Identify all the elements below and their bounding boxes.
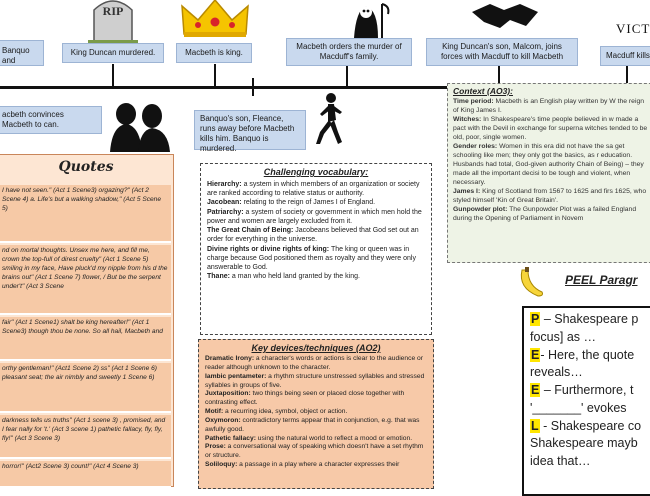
timeline-event-convinces: acbeth convinces Macbeth to can.	[0, 106, 102, 134]
vocab-item: Jacobean: relating to the reign of James…	[207, 199, 376, 207]
quote-group-macbeth: I have not seen." (Act 1 Scene3) orgazin…	[0, 185, 171, 243]
victory-sign: VICTO	[606, 14, 650, 40]
timeline-event-text: Banquo and	[2, 46, 30, 65]
crown-icon	[180, 0, 250, 38]
device-item: Pathetic fallacy: using the natural worl…	[205, 434, 413, 442]
timeline-event-text: Macbeth is king.	[185, 48, 243, 57]
peel-letter-e: E	[530, 383, 541, 397]
device-item: Oxymoron: contradictory terms appear tha…	[205, 416, 420, 433]
timeline-tick	[626, 66, 628, 88]
banana-icon	[516, 266, 546, 300]
timeline-tick	[252, 78, 254, 96]
device-item: Prose: a conversational way of speaking …	[205, 443, 424, 460]
timeline-event-macbeth-king: Macbeth is king.	[176, 43, 252, 63]
quote-group-witches: fair" (Act 1 Scene1) shalt be king herea…	[0, 317, 171, 361]
timeline-event-fleance: Banquo's son, Fleance, runs away before …	[194, 110, 306, 153]
context-item: Time period: Macbeth is an English play …	[453, 98, 645, 114]
devices-title: Key devices/techniques (AO2)	[251, 343, 381, 353]
timeline-tick	[346, 66, 348, 88]
quotes-title: Quotes	[0, 155, 173, 183]
peel-line: focus] as …	[530, 329, 596, 344]
timeline-event-malcolm-joins: King Duncan's son, Malcom, joins forces …	[426, 38, 578, 66]
timeline-event-text: Macduff kills	[606, 51, 650, 60]
timeline-tick	[498, 66, 500, 88]
peel-line: L - Shakespeare co	[530, 418, 642, 433]
quote-group-macduff: horror!" (Act2 Scene 3) count!" (Act 4 S…	[0, 461, 171, 488]
peel-line: P – Shakespeare p	[530, 312, 639, 326]
gravestone-icon: RIP	[88, 0, 138, 44]
peel-letter-p: P	[530, 312, 541, 326]
device-item: Soliloquy: a passage in a play where a c…	[205, 461, 400, 469]
quote-group-duncan: orthy gentleman!" (Act1 Scene 2) ss" (Ac…	[0, 363, 171, 413]
running-man-icon	[314, 92, 344, 146]
timeline-event-text: Banquo's son, Fleance, runs away before …	[200, 114, 295, 153]
quote-group-banquo: darkness tells us truths" (Act 1 scene 3…	[0, 415, 171, 459]
rip-label: RIP	[103, 4, 124, 18]
timeline-event-text: King Duncan's son, Malcom, joins forces …	[440, 42, 564, 61]
peel-letter-l: L	[530, 418, 540, 433]
device-item: Dramatic Irony: a character's words or a…	[205, 355, 423, 371]
timeline-event-text: acbeth convinces Macbeth to can.	[2, 110, 64, 129]
vocab-item: Hierarchy: a system in which members of …	[207, 181, 420, 198]
context-item: James I: King of Scotland from 1567 to 1…	[453, 187, 647, 204]
device-item: Juxtaposition: two things being seen or …	[205, 390, 405, 407]
device-item: Iambic pentameter: a rhythm structure un…	[205, 372, 425, 389]
quotes-panel: Quotes I have not seen." (Act 1 Scene3) …	[0, 154, 174, 488]
timeline-tick	[112, 64, 114, 88]
timeline-event-text: Macbeth orders the murder of Macduff's f…	[296, 42, 402, 61]
devices-panel: Key devices/techniques (AO2) Dramatic Ir…	[198, 339, 434, 489]
timeline-tick	[214, 64, 216, 88]
vocab-title: Challenging vocabulary:	[263, 167, 369, 177]
device-item: Motif: a recurring idea, symbol, object …	[205, 408, 348, 416]
context-item: Gunpowder plot: The Gunpowder Plot was a…	[453, 205, 637, 222]
peel-line: '_______' evokes	[530, 400, 627, 415]
peel-line: Shakespeare mayb	[530, 436, 638, 451]
grim-reaper-icon	[344, 0, 390, 38]
timeline-line	[0, 86, 650, 89]
peel-line: E- Here, the quote	[530, 347, 635, 362]
vocab-item: Divine rights or divine rights of king: …	[207, 245, 416, 272]
peel-line: idea that…	[530, 454, 591, 468]
vocab-item: Thane: a man who held land granted by th…	[207, 273, 360, 281]
context-item: Gender roles: Women in this era did not …	[453, 142, 644, 186]
handshake-icon	[470, 0, 540, 30]
timeline-event-duncan-murdered: King Duncan murdered.	[62, 43, 164, 63]
peel-line: E – Furthermore, t	[530, 383, 634, 397]
timeline-event-text: King Duncan murdered.	[70, 48, 156, 57]
timeline-event-macduff-kills: Macduff kills	[600, 46, 650, 66]
peel-panel: P – Shakespeare p focus] as … E- Here, t…	[522, 306, 650, 496]
peel-line: reveals…	[530, 365, 583, 380]
timeline-event-banquo-witches: Banquo and	[0, 40, 44, 66]
couple-silhouette-icon	[108, 100, 172, 152]
quote-group-lady-macbeth: nd on mortal thoughts. Unsex me here, an…	[0, 245, 171, 315]
vocab-item: The Great Chain of Being: Jacobeans beli…	[207, 227, 419, 244]
peel-letter-e: E	[530, 347, 541, 362]
vocab-panel: Challenging vocabulary: Hierarchy: a sys…	[200, 163, 432, 335]
context-item: Witches: In Shakespeare's time people be…	[453, 115, 648, 141]
context-title: Context (AO3):	[453, 86, 513, 96]
vocab-item: Patriarchy: a system of society or gover…	[207, 208, 422, 225]
peel-title: PEEL Paragr	[565, 273, 638, 287]
timeline-event-macduff-family: Macbeth orders the murder of Macduff's f…	[286, 38, 412, 66]
context-panel: Context (AO3): Time period: Macbeth is a…	[447, 83, 650, 263]
victory-label: VICTO	[616, 21, 650, 36]
